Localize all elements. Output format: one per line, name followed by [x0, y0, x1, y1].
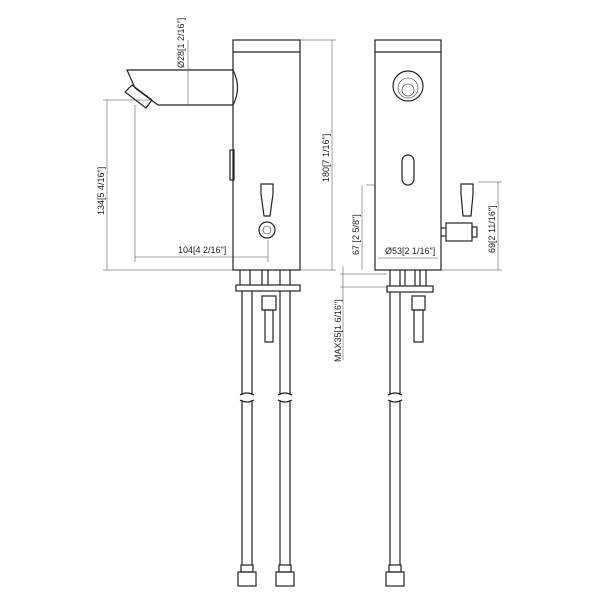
connector-pipe — [264, 309, 274, 343]
aerator-front — [392, 70, 424, 102]
hose-fitting-left — [237, 571, 257, 587]
hose-fitting-right — [275, 571, 295, 587]
faucet-body-front — [374, 39, 442, 271]
compression-nut — [261, 295, 277, 311]
aerator-nozzle — [124, 84, 153, 109]
supply-hose-left — [239, 291, 255, 565]
mounting-flange-front — [386, 285, 434, 293]
dim-spout-diameter: Ø28[1 2/16"] — [176, 18, 186, 68]
front-view — [374, 39, 478, 587]
dim-valve-height: 67 [2 5/8"] — [351, 214, 361, 255]
valve-knob — [258, 221, 276, 239]
dim-lever-height: 69[2 11/16"] — [487, 205, 497, 253]
spout — [126, 69, 239, 106]
faucet-body-side — [232, 39, 301, 271]
lever-handle-side — [260, 183, 274, 217]
dim-max-deck: MAX35[1 6/16"] — [333, 299, 343, 362]
hose-fitting-front — [385, 571, 405, 587]
valve-body — [445, 222, 473, 242]
side-view — [124, 39, 301, 587]
dim-spout-height: 134[5 4/16"] — [96, 167, 106, 215]
mounting-flange-side — [235, 284, 301, 292]
dim-spout-reach: 104[4 2/16"] — [178, 245, 226, 255]
dim-body-diameter: Ø53[2 1/16"] — [385, 246, 435, 256]
dimension-lines — [103, 39, 502, 360]
supply-hose-front — [387, 292, 403, 565]
supply-hose-right — [277, 291, 293, 565]
sensor-window-front — [401, 154, 415, 186]
lever-handle-front — [460, 183, 474, 217]
dim-total-height: 180[7 1/16"] — [321, 134, 331, 182]
sensor-window-side — [229, 149, 235, 181]
